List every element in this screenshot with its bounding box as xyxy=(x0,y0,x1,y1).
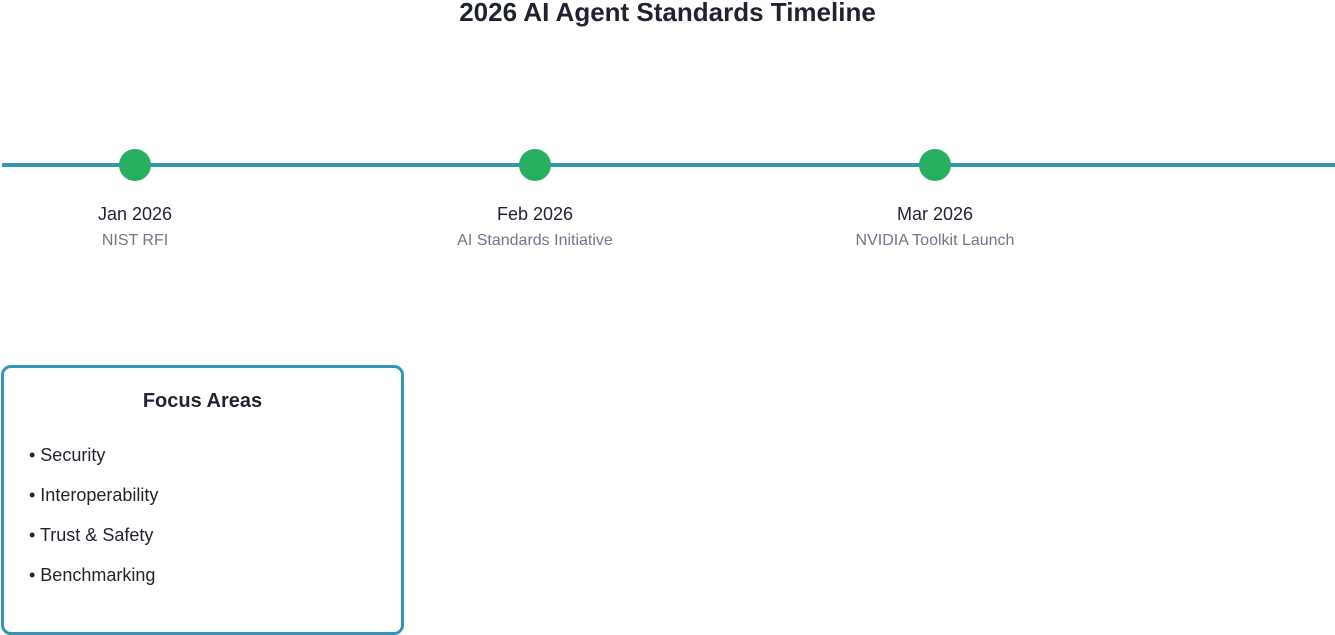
milestone-dot xyxy=(119,149,151,181)
focus-areas-list: • Security • Interoperability • Trust & … xyxy=(29,444,158,604)
focus-areas-title: Focus Areas xyxy=(142,390,263,412)
milestone-event: AI Standards Initiative xyxy=(457,232,613,249)
list-item: • Security xyxy=(29,445,106,465)
milestone-date: Mar 2026 xyxy=(896,204,974,224)
diagram-title: 2026 AI Agent Standards Timeline xyxy=(459,0,876,27)
milestone-event: NVIDIA Toolkit Launch xyxy=(855,232,1015,249)
timeline-line xyxy=(2,163,1335,167)
milestone-dot xyxy=(919,149,951,181)
milestone-date: Jan 2026 xyxy=(97,204,173,224)
list-item: • Trust & Safety xyxy=(29,525,154,545)
focus-areas-box: Focus Areas • Security • Interoperabilit… xyxy=(1,365,404,635)
milestone-dot xyxy=(519,149,551,181)
milestone-event: NIST RFI xyxy=(101,232,169,249)
milestone-date: Feb 2026 xyxy=(496,204,574,224)
list-item: • Interoperability xyxy=(29,485,159,505)
list-item: • Benchmarking xyxy=(29,565,156,585)
